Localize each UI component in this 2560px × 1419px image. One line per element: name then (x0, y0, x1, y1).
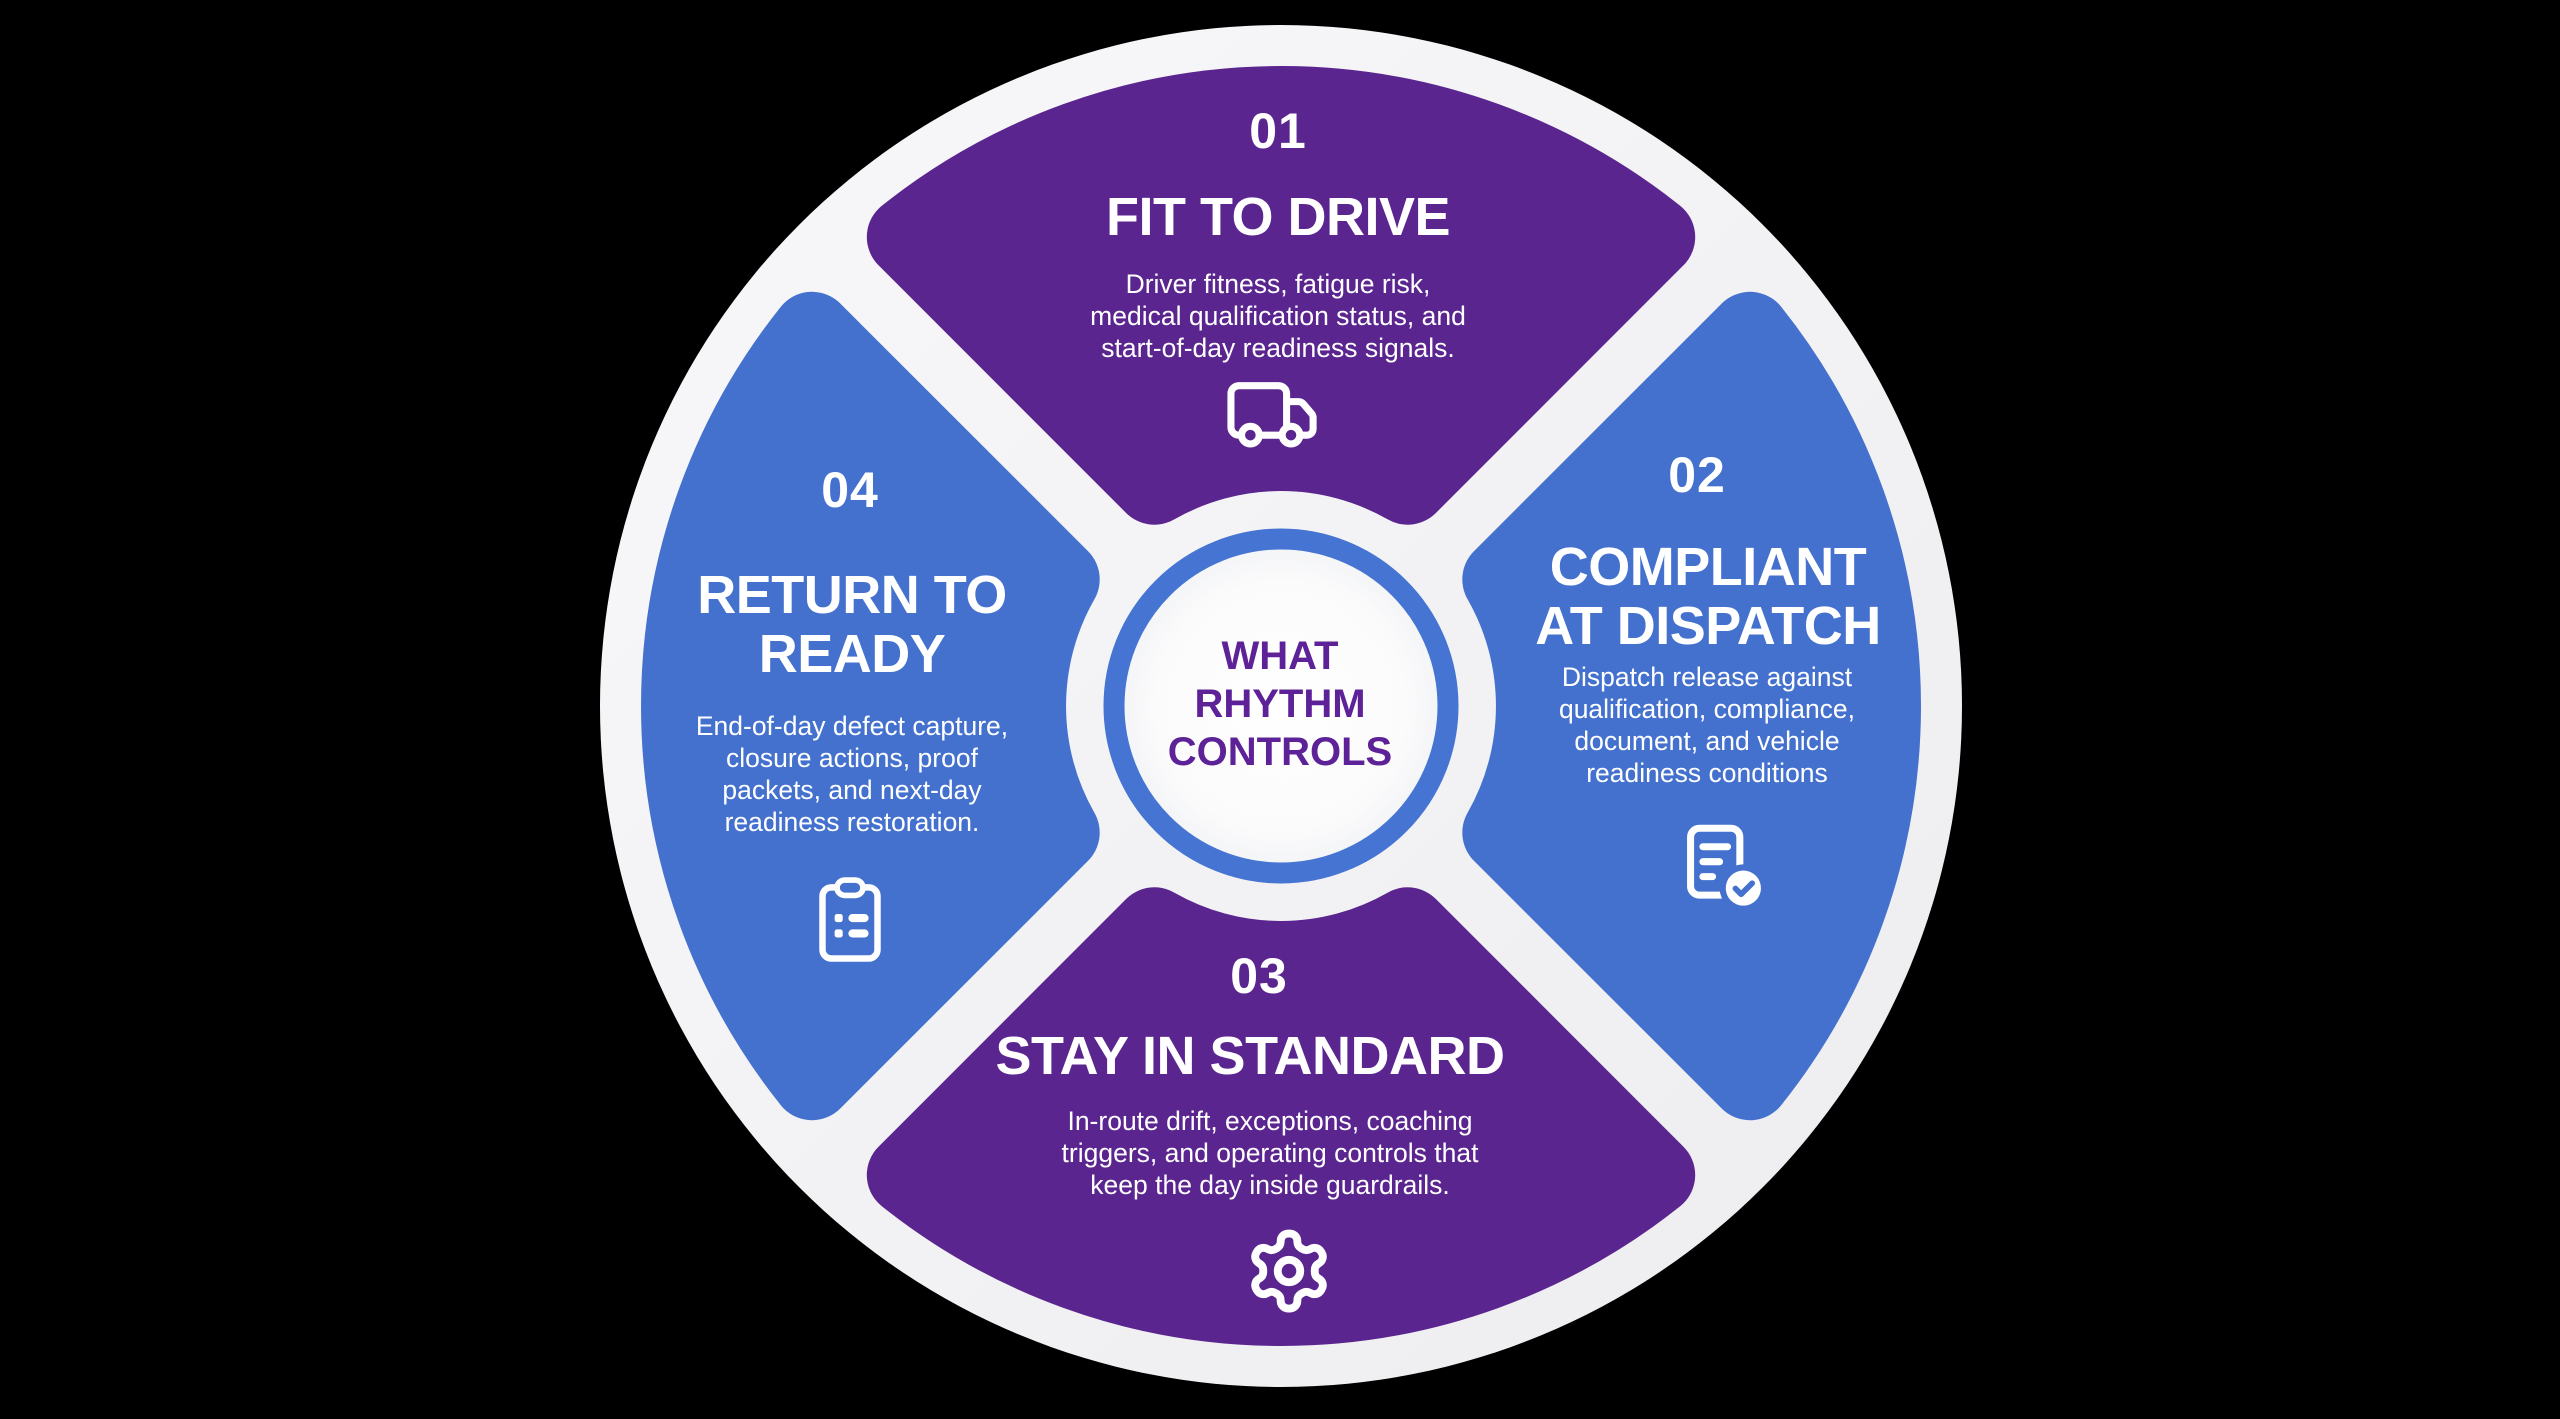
segment-2-description: Dispatch release against qualification, … (1558, 662, 1856, 789)
segment-2-number: 02 (1668, 447, 1726, 503)
segment-3-title: STAY IN STANDARD (995, 1026, 1505, 1086)
segment-3-description: In-route drift, exceptions, coaching tri… (1061, 1106, 1479, 1201)
segment-1-title: FIT TO DRIVE (1105, 187, 1451, 247)
center-hub-title: WHAT RHYTHM CONTROLS (1167, 634, 1393, 774)
segment-1-description: Driver fitness, fatigue risk, medical qu… (1090, 269, 1466, 364)
petal-bottom (866, 887, 1696, 1346)
center-hub-circle (1103, 528, 1459, 884)
petal-left (641, 291, 1100, 1121)
petal-right (1462, 291, 1921, 1121)
truck-icon (1223, 375, 1329, 465)
segment-1-number: 01 (1249, 103, 1307, 159)
gear-icon (1244, 1226, 1334, 1321)
petal-top (866, 66, 1696, 525)
segment-4-number: 04 (821, 462, 879, 518)
segment-4-title: RETURN TO READY (697, 565, 1007, 685)
document-check-icon (1677, 823, 1772, 923)
segment-3-number: 03 (1230, 948, 1288, 1004)
segment-2-title: COMPLIANT AT DISPATCH (1535, 537, 1881, 657)
segment-4-description: End-of-day defect capture, closure actio… (695, 711, 1009, 838)
clipboard-icon (811, 876, 889, 970)
